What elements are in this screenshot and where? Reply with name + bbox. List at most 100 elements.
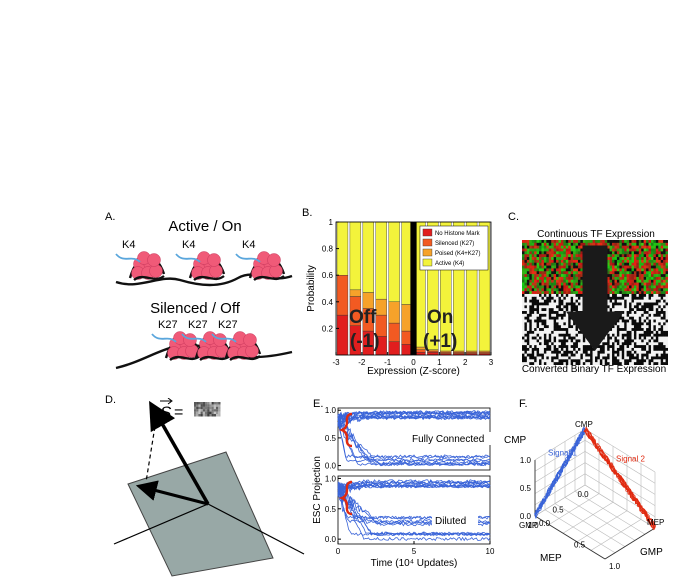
heatmap-cell (619, 319, 623, 323)
heatmap-cell (560, 254, 564, 258)
heatmap-cell (577, 279, 581, 283)
heatmap-cell (556, 299, 559, 303)
heatmap-cell (629, 274, 632, 278)
active-on-title: Active / On (168, 218, 242, 235)
heatmap-cell (631, 279, 635, 283)
heatmap-cell (590, 345, 593, 349)
heatmap-cell (655, 291, 659, 295)
heatmap-cell (526, 271, 530, 275)
heatmap-cell (663, 325, 666, 329)
heatmap-cell (658, 259, 661, 264)
heatmap-cell (624, 347, 627, 352)
heatmap-cell (522, 262, 525, 266)
heatmap-cell (529, 347, 533, 352)
heatmap-cell (624, 248, 627, 252)
heatmap-cell (619, 353, 623, 357)
heatmap-cell (665, 347, 668, 352)
heatmap-cell (631, 345, 635, 349)
heatmap-cell (558, 336, 562, 340)
heatmap-cell (660, 311, 664, 315)
heatmap-cell (643, 350, 647, 354)
heatmap-cell (643, 305, 647, 309)
heatmap-cell (595, 359, 598, 363)
heatmap-cell (541, 305, 545, 309)
wall-grid-line (584, 484, 656, 529)
heatmap-cell (573, 356, 576, 360)
heatmap-cell (536, 265, 540, 269)
heatmap-cell (575, 347, 579, 352)
heatmap-cell (531, 302, 535, 306)
heatmap-cell (633, 274, 637, 278)
heatmap-cell (580, 282, 584, 286)
heatmap-cell (629, 265, 632, 269)
heatmap-cell (526, 319, 530, 323)
heatmap-cell (556, 271, 559, 275)
heatmap-cell (522, 336, 525, 340)
bar-0-series-1 (336, 275, 349, 316)
heatmap-cell (602, 240, 606, 244)
heatmap-cell (531, 311, 535, 315)
heatmap-cell (638, 257, 642, 261)
heatmap-cell (534, 248, 537, 252)
heatmap-cell (658, 353, 661, 357)
heatmap-cell (560, 248, 564, 252)
heatmap-cell (541, 319, 545, 323)
heatmap-cell (621, 339, 625, 343)
heatmap-cell (560, 265, 564, 269)
heatmap-cell (529, 316, 533, 320)
heatmap-cell (619, 254, 623, 258)
mini-heatmap-cell (209, 409, 212, 412)
heatmap-cell (539, 248, 542, 252)
heatmap-cell (619, 305, 623, 309)
heatmap-cell (539, 305, 542, 309)
heatmap-cell (646, 254, 649, 258)
heatmap-cell (655, 251, 659, 255)
heatmap-cell (534, 316, 537, 320)
heatmap-cell (638, 313, 642, 318)
wall-grid-line (534, 428, 586, 461)
heatmap-cell (621, 299, 625, 303)
heatmap-cell (612, 342, 615, 346)
heatmap-cell (633, 322, 637, 326)
heatmap-cell (560, 362, 564, 365)
heatmap-cell (663, 271, 666, 275)
heatmap-cell (556, 330, 559, 335)
mini-heatmap-cell (209, 414, 212, 417)
heatmap-cell (658, 362, 661, 365)
heatmap-cell (565, 305, 569, 309)
heatmap-cell (558, 353, 562, 357)
heatmap-cell (541, 311, 545, 315)
trajectory-line (337, 483, 491, 495)
heatmap-cell (621, 342, 625, 346)
heatmap-cell (616, 254, 620, 258)
heatmap-cell (641, 330, 644, 335)
heatmap-cell (612, 276, 615, 281)
heatmap-cell (580, 299, 584, 303)
heatmap-cell (534, 350, 537, 354)
heatmap-cell (660, 254, 664, 258)
heatmap-cell (638, 265, 642, 269)
heatmap-cell (624, 285, 627, 289)
heatmap-cell (556, 242, 559, 246)
heatmap-cell (524, 296, 528, 300)
heatmap-cell (629, 347, 632, 352)
mini-heatmap-cell (207, 402, 210, 405)
heatmap-cell (529, 279, 533, 283)
heatmap-cell (658, 254, 661, 258)
heatmap-cell (560, 333, 564, 337)
heatmap-cell (536, 336, 540, 340)
heatmap-cell (553, 328, 557, 332)
heatmap-cell (551, 259, 554, 264)
heatmap-cell (641, 248, 644, 252)
fully-connected-label-bg (409, 432, 491, 445)
heatmap-cell (616, 339, 620, 343)
heatmap-cell (531, 330, 535, 335)
heatmap-cell (587, 342, 591, 346)
heatmap-cell (553, 353, 557, 357)
heatmap-cell (604, 339, 608, 343)
heatmap-cell (526, 322, 530, 326)
heatmap-cell (526, 240, 530, 244)
heatmap-cell (551, 313, 554, 318)
heatmap-cell (551, 274, 554, 278)
